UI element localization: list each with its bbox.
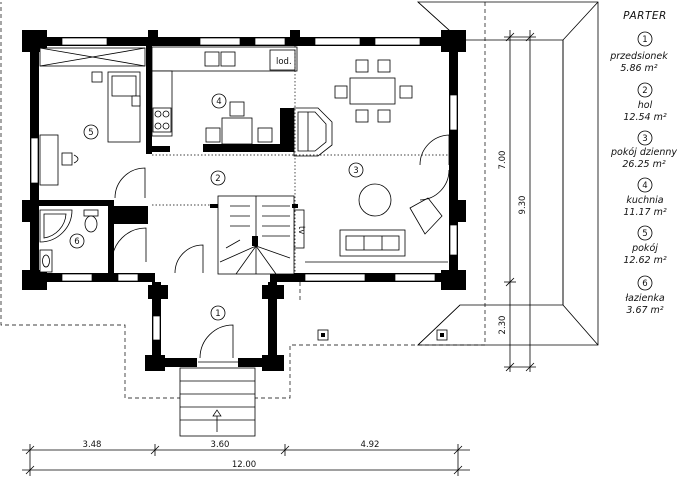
room-marker-2: 2	[215, 174, 220, 184]
legend-area-5: 12.62 m²	[623, 255, 666, 266]
room-marker-5: 5	[88, 128, 93, 138]
bedroom-furniture	[39, 47, 146, 199]
bottom-dimension-lines	[22, 444, 470, 476]
dim-right-2: 2.30	[498, 316, 508, 335]
right-dimension-lines	[504, 30, 536, 372]
dim-right-total: 9.30	[518, 196, 528, 215]
room-markers: 1 2 3 4 5 6	[69, 93, 364, 321]
dim-bottom-2: 3.60	[211, 440, 230, 450]
legend-num-3: 3	[642, 134, 647, 144]
legend-name-6: łazienka	[625, 293, 665, 304]
room-marker-6: 6	[74, 237, 79, 247]
room-marker-4: 4	[216, 97, 221, 107]
legend-area-3: 26.25 m²	[622, 159, 665, 170]
legend-area-4: 11.17 m²	[623, 207, 666, 218]
legend-area-2: 12.54 m²	[623, 112, 666, 123]
legend-num-1: 1	[642, 35, 647, 45]
staircase	[210, 195, 298, 275]
dim-bottom-3: 4.92	[361, 440, 380, 450]
tv-label: tv	[296, 226, 306, 234]
legend-num-5: 5	[642, 229, 647, 239]
dining-set	[334, 59, 413, 123]
room-marker-1: 1	[215, 309, 220, 319]
legend-name-5: pokój	[631, 243, 658, 254]
legend-num-4: 4	[642, 181, 647, 191]
entrance-steps	[179, 367, 256, 437]
legend-name-1: przedsionek	[609, 51, 668, 62]
interior-walls	[39, 46, 294, 274]
living-room-furniture	[293, 134, 450, 263]
legend-area-6: 3.67 m²	[626, 305, 663, 316]
fridge-label: lod.	[276, 57, 292, 67]
roof-right-outer	[416, 1, 599, 346]
dim-total-width: 12.00	[232, 460, 256, 470]
legend-area-1: 5.86 m²	[620, 63, 657, 74]
legend: PARTER 1 przedsionek 5.86 m² 2 hol 12.54…	[609, 10, 677, 316]
legend-name-2: hol	[638, 100, 653, 111]
room-marker-3: 3	[353, 166, 358, 176]
legend-title: PARTER	[623, 10, 667, 22]
legend-name-4: kuchnia	[626, 195, 663, 206]
windows	[30, 37, 458, 282]
dim-bottom-1: 3.48	[83, 440, 102, 450]
legend-num-6: 6	[642, 279, 647, 289]
legend-name-3: pokój dzienny	[610, 147, 677, 158]
dim-right-1: 7.00	[498, 151, 508, 170]
legend-num-2: 2	[642, 86, 647, 96]
bathroom-fixtures	[39, 209, 147, 273]
vestibule	[145, 282, 284, 371]
kitchen-fixtures	[151, 46, 298, 150]
